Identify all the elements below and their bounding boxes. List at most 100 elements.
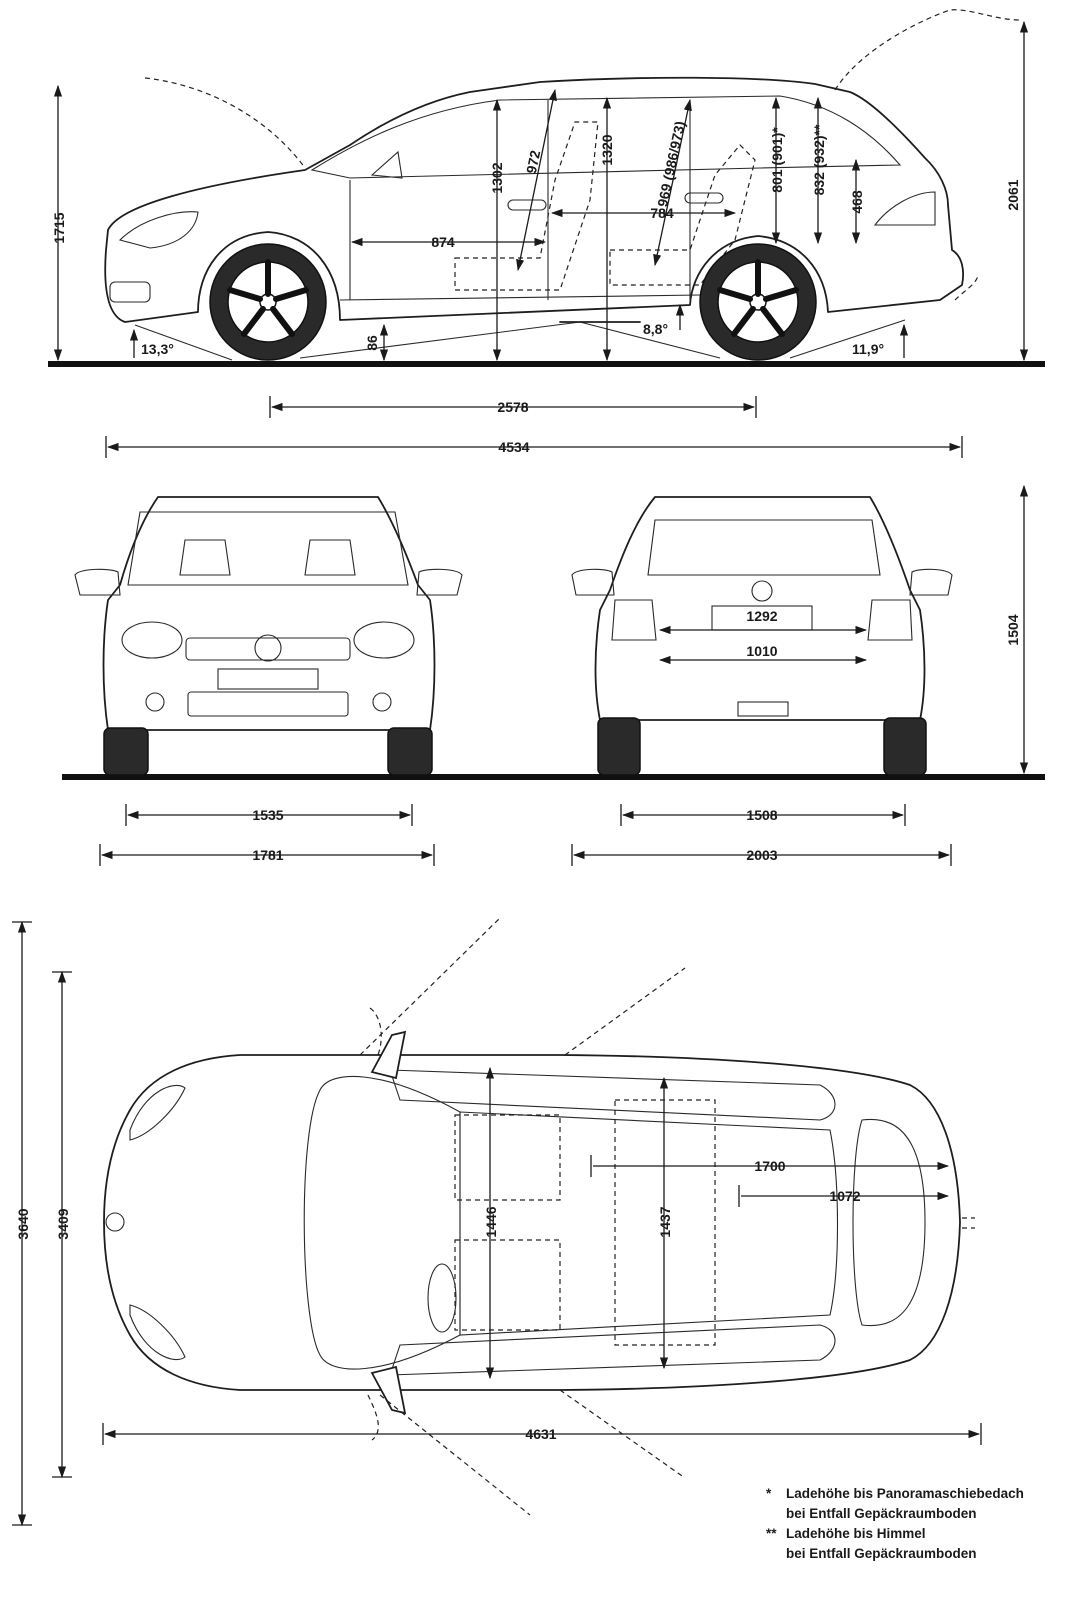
front-seat-top-right	[454, 1239, 561, 1331]
mirror-left	[74, 568, 121, 596]
right-window-strip	[389, 1324, 836, 1376]
taillight	[873, 191, 936, 226]
side-body-outline	[104, 76, 965, 323]
fog-light	[109, 281, 151, 303]
side-view: 1715 2061 2578 4534 874 784 1302 972 132…	[48, 9, 1045, 458]
dim-label-1292: 1292	[746, 608, 777, 624]
dim-label-departure-angle: 11,9°	[852, 341, 884, 357]
footnote-1: * Ladehöhe bis Panoramaschiebedach	[766, 1484, 1066, 1504]
fog-light-left	[145, 692, 165, 712]
front-door-open-left	[359, 917, 501, 1056]
dim-label-832: 832 (932)**	[811, 124, 827, 195]
dim-label-1010: 1010	[746, 643, 777, 659]
dim-label-2578: 2578	[497, 399, 528, 415]
windshield-top	[303, 1075, 461, 1370]
departure-angle-line	[789, 319, 906, 359]
headlight-left	[121, 621, 183, 659]
dim-label-approach-angle: 13,3°	[141, 341, 174, 357]
dim-label-1437: 1437	[657, 1206, 673, 1237]
dim-line-972	[516, 88, 557, 272]
footnotes: * Ladehöhe bis Panoramaschiebedach bei E…	[766, 1484, 1066, 1564]
mirror-right	[416, 568, 463, 596]
rear-tire-left	[597, 717, 641, 776]
dim-label-ramp-angle: 8,8°	[643, 321, 668, 337]
lower-grille	[187, 691, 349, 717]
dim-label-1320: 1320	[599, 134, 615, 165]
rear-tire-right	[883, 717, 927, 776]
side-mirror	[370, 150, 403, 179]
dim-label-3640: 3640	[15, 1208, 31, 1239]
front-tire-left	[103, 727, 149, 776]
front-tire-right	[387, 727, 433, 776]
sill-line	[339, 294, 701, 301]
footnote-1-line1: Ladehöhe bis Panoramaschiebedach	[786, 1486, 1024, 1501]
taillight-left	[611, 599, 657, 641]
top-view: 3640 3409 1700 1072 1446 1437 4631	[12, 917, 982, 1527]
headlight-top-right	[129, 1304, 186, 1361]
rear-window-top	[852, 1118, 926, 1327]
vw-logo-rear	[751, 580, 773, 602]
footnote-2: ** Ladehöhe bis Himmel	[766, 1524, 1066, 1544]
dim-label-3409: 3409	[55, 1208, 71, 1239]
dim-label-2061: 2061	[1005, 179, 1021, 210]
open-tailgate-arc	[834, 9, 1021, 91]
rear-bench-top	[614, 1099, 716, 1346]
taillight-right	[867, 599, 913, 641]
dim-label-1700: 1700	[754, 1158, 785, 1174]
left-window-strip	[389, 1069, 836, 1121]
front-seat-left	[179, 539, 231, 576]
tailgate-lower-arc	[954, 275, 979, 301]
front-seat-top-left	[454, 1114, 561, 1201]
rear-window	[647, 519, 881, 576]
front-seat-outline	[454, 121, 599, 291]
rear-door-open-left	[564, 967, 686, 1056]
front-view: 1535 1781	[62, 496, 1045, 866]
approach-angle-line	[134, 324, 233, 361]
rear-seat-outline	[609, 144, 756, 286]
front-body-outline	[102, 496, 436, 731]
dim-label-1535: 1535	[252, 807, 283, 823]
dim-label-4631: 4631	[525, 1426, 556, 1442]
headlight-right	[353, 621, 415, 659]
rear-door-handle	[684, 192, 724, 204]
footnote-2-mark: **	[766, 1526, 777, 1541]
front-door-handle	[507, 199, 547, 211]
dim-label-4534: 4534	[498, 439, 529, 455]
front-seat-right	[304, 539, 356, 576]
mirror-top-right	[370, 1365, 407, 1415]
license-plate-front	[217, 668, 319, 690]
rear-mirror-left	[571, 568, 615, 596]
roof-top	[459, 1111, 839, 1336]
dim-label-969: 969 (986/973)	[654, 120, 688, 209]
open-hood-arc	[144, 77, 306, 169]
fog-light-right	[372, 692, 392, 712]
dim-label-86: 86	[364, 335, 380, 351]
dim-label-874: 874	[431, 234, 455, 250]
ramp-line-left	[299, 321, 581, 359]
top-body-outline	[103, 1054, 961, 1391]
dim-label-1302: 1302	[489, 162, 505, 193]
front-wheel	[209, 243, 327, 361]
dim-label-784: 784	[650, 205, 674, 221]
dim-line-969	[653, 98, 692, 267]
rear-wheel	[699, 243, 817, 361]
windshield	[127, 511, 409, 586]
vw-logo-front	[254, 634, 282, 662]
front-door-open-right	[379, 1394, 531, 1516]
rear-view: 1292 1010 1504 1508 2003	[571, 484, 1029, 866]
dim-label-468: 468	[849, 190, 865, 214]
dim-label-1072: 1072	[829, 1188, 860, 1204]
rear-hitch-marks	[962, 1217, 975, 1229]
footnote-2-line2: bei Entfall Gepäckraumboden	[786, 1546, 977, 1561]
rear-lower-panel	[737, 701, 789, 717]
upper-grille	[185, 637, 351, 661]
footnote-1-line2: bei Entfall Gepäckraumboden	[786, 1506, 977, 1521]
dim-label-2003: 2003	[746, 847, 777, 863]
steering-wheel-top	[427, 1263, 457, 1333]
dim-label-1508: 1508	[746, 807, 777, 823]
dim-label-972: 972	[523, 149, 544, 175]
dim-label-1446: 1446	[483, 1206, 499, 1237]
headlight	[118, 211, 199, 249]
dim-label-1715: 1715	[51, 212, 67, 243]
